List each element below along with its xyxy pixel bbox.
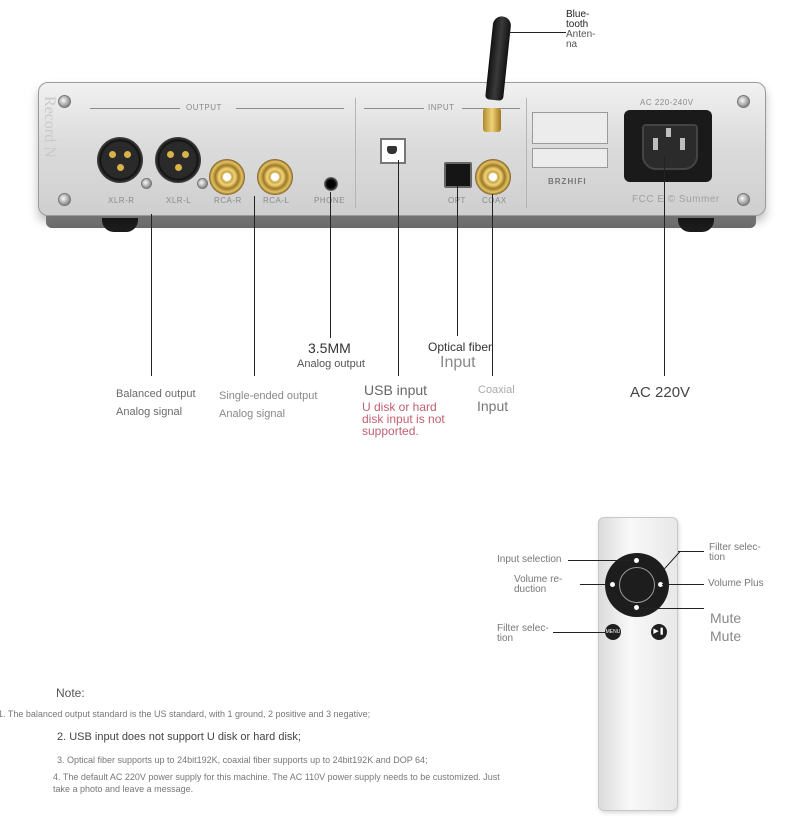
dpad-down-dot (634, 605, 639, 610)
xlr-right-connector (97, 137, 143, 183)
filter-selection-left-label: Filter selec-tion (497, 623, 549, 644)
mute-label-2: Mute (710, 628, 742, 644)
output-section-label: OUTPUT (186, 103, 222, 112)
usb-unsupported-note: U disk or hard disk input is not support… (362, 400, 445, 438)
screw (58, 193, 71, 206)
callout-line-coax (492, 194, 493, 376)
bluetooth-text-4: na (566, 39, 578, 50)
bluetooth-text-3: Anten- (566, 29, 596, 40)
usb-b-port (380, 138, 406, 164)
screw (58, 95, 71, 108)
section-divider (526, 98, 527, 208)
caution-sticker (532, 112, 608, 144)
output-rule-right (236, 108, 344, 109)
leader-volume-reduction (580, 584, 610, 585)
optical-fiber-caption: Optical fiber (428, 340, 493, 354)
brand-logo: BRZHIFI (548, 177, 587, 186)
input-section-label: INPUT (428, 103, 455, 112)
callout-line-optical (457, 186, 458, 336)
leader-volume-plus (662, 584, 704, 585)
screw (737, 193, 750, 206)
phone-label: PHONE (314, 196, 345, 205)
bluetooth-antenna-callout: Blue- tooth Anten- na (566, 10, 595, 50)
dpad-up-dot (634, 558, 639, 563)
note-4-line-2: take a photo and leave a message. (53, 784, 194, 794)
screw (197, 178, 208, 189)
input-rule-left (364, 108, 424, 109)
ac-caption: AC 220V (630, 384, 691, 401)
rca-r-label: RCA-R (214, 196, 242, 205)
rca-l-label: RCA-L (263, 196, 290, 205)
notes-title: Note: (56, 686, 85, 700)
xlr-r-label: XLR-R (108, 196, 135, 205)
balanced-output-caption: Balanced output (116, 388, 196, 400)
note-1: 1. The balanced output standard is the U… (0, 709, 371, 719)
single-ended-signal-caption: Analog signal (219, 408, 286, 420)
remote-center-button[interactable] (619, 567, 655, 603)
callout-line-usb (398, 160, 399, 376)
optical-port (444, 162, 472, 188)
output-rule-left (90, 108, 180, 109)
callout-line-balanced (151, 214, 152, 376)
coaxial-input-caption: Input (477, 398, 509, 414)
analog-output-caption: Analog output (297, 358, 365, 370)
balanced-signal-caption: Analog signal (116, 406, 183, 418)
device-base (46, 214, 756, 228)
mm35-caption: 3.5MM (308, 340, 351, 356)
device-foot-left (102, 218, 138, 232)
optical-input-caption: Input (440, 354, 476, 371)
side-brand-text: Record N (41, 96, 58, 158)
dpad-left-dot (610, 582, 615, 587)
note-2: 2. USB input does not support U disk or … (57, 731, 301, 743)
input-selection-label: Input selection (497, 554, 562, 565)
leader-mute (640, 608, 704, 609)
menu-button[interactable]: MENU (605, 624, 621, 640)
bluetooth-text-1: Blue- (566, 9, 590, 20)
note-3: 3. Optical fiber supports up to 24bit192… (57, 755, 428, 765)
mute-label-1: Mute (710, 610, 742, 626)
callout-line-single (254, 196, 255, 376)
callout-line-phone (330, 192, 331, 338)
xlr-left-connector (155, 137, 201, 183)
rca-right-connector (209, 159, 245, 195)
volume-reduction-label: Volume re-duction (514, 574, 563, 595)
rca-left-connector (257, 159, 293, 195)
note-4-line-1: 4. The default AC 220V power supply for … (53, 772, 500, 782)
iec-socket (642, 124, 698, 170)
voltage-rating: AC 220-240V (640, 98, 694, 107)
callout-line-antenna (508, 32, 566, 33)
screw (737, 95, 750, 108)
cert-marks: FCC E © Summer (632, 194, 720, 205)
coax-label: COAX (482, 196, 507, 205)
play-pause-button[interactable]: ▶❚ (651, 624, 667, 640)
usb-input-caption: USB input (364, 382, 428, 398)
volume-plus-label: Volume Plus (708, 578, 764, 589)
leader-input-selection (568, 560, 634, 561)
info-sticker (532, 148, 608, 168)
leader-filter-left (553, 632, 605, 633)
bluetooth-text-2: tooth (566, 19, 589, 30)
single-ended-output-caption: Single-ended output (219, 390, 318, 402)
leader-filter-top (678, 551, 704, 552)
antenna-base (483, 108, 501, 132)
phone-jack (324, 177, 338, 191)
device-foot-right (678, 218, 714, 232)
screw (141, 178, 152, 189)
dpad-right-dot (658, 582, 663, 587)
filter-selection-top-label: Filter selec-tion (709, 542, 761, 563)
opt-label: OPT (448, 196, 466, 205)
coaxial-connector (475, 159, 511, 195)
xlr-l-label: XLR-L (166, 196, 192, 205)
coaxial-caption: Coaxial (478, 384, 515, 396)
section-divider (355, 98, 356, 208)
callout-line-ac (664, 156, 665, 376)
